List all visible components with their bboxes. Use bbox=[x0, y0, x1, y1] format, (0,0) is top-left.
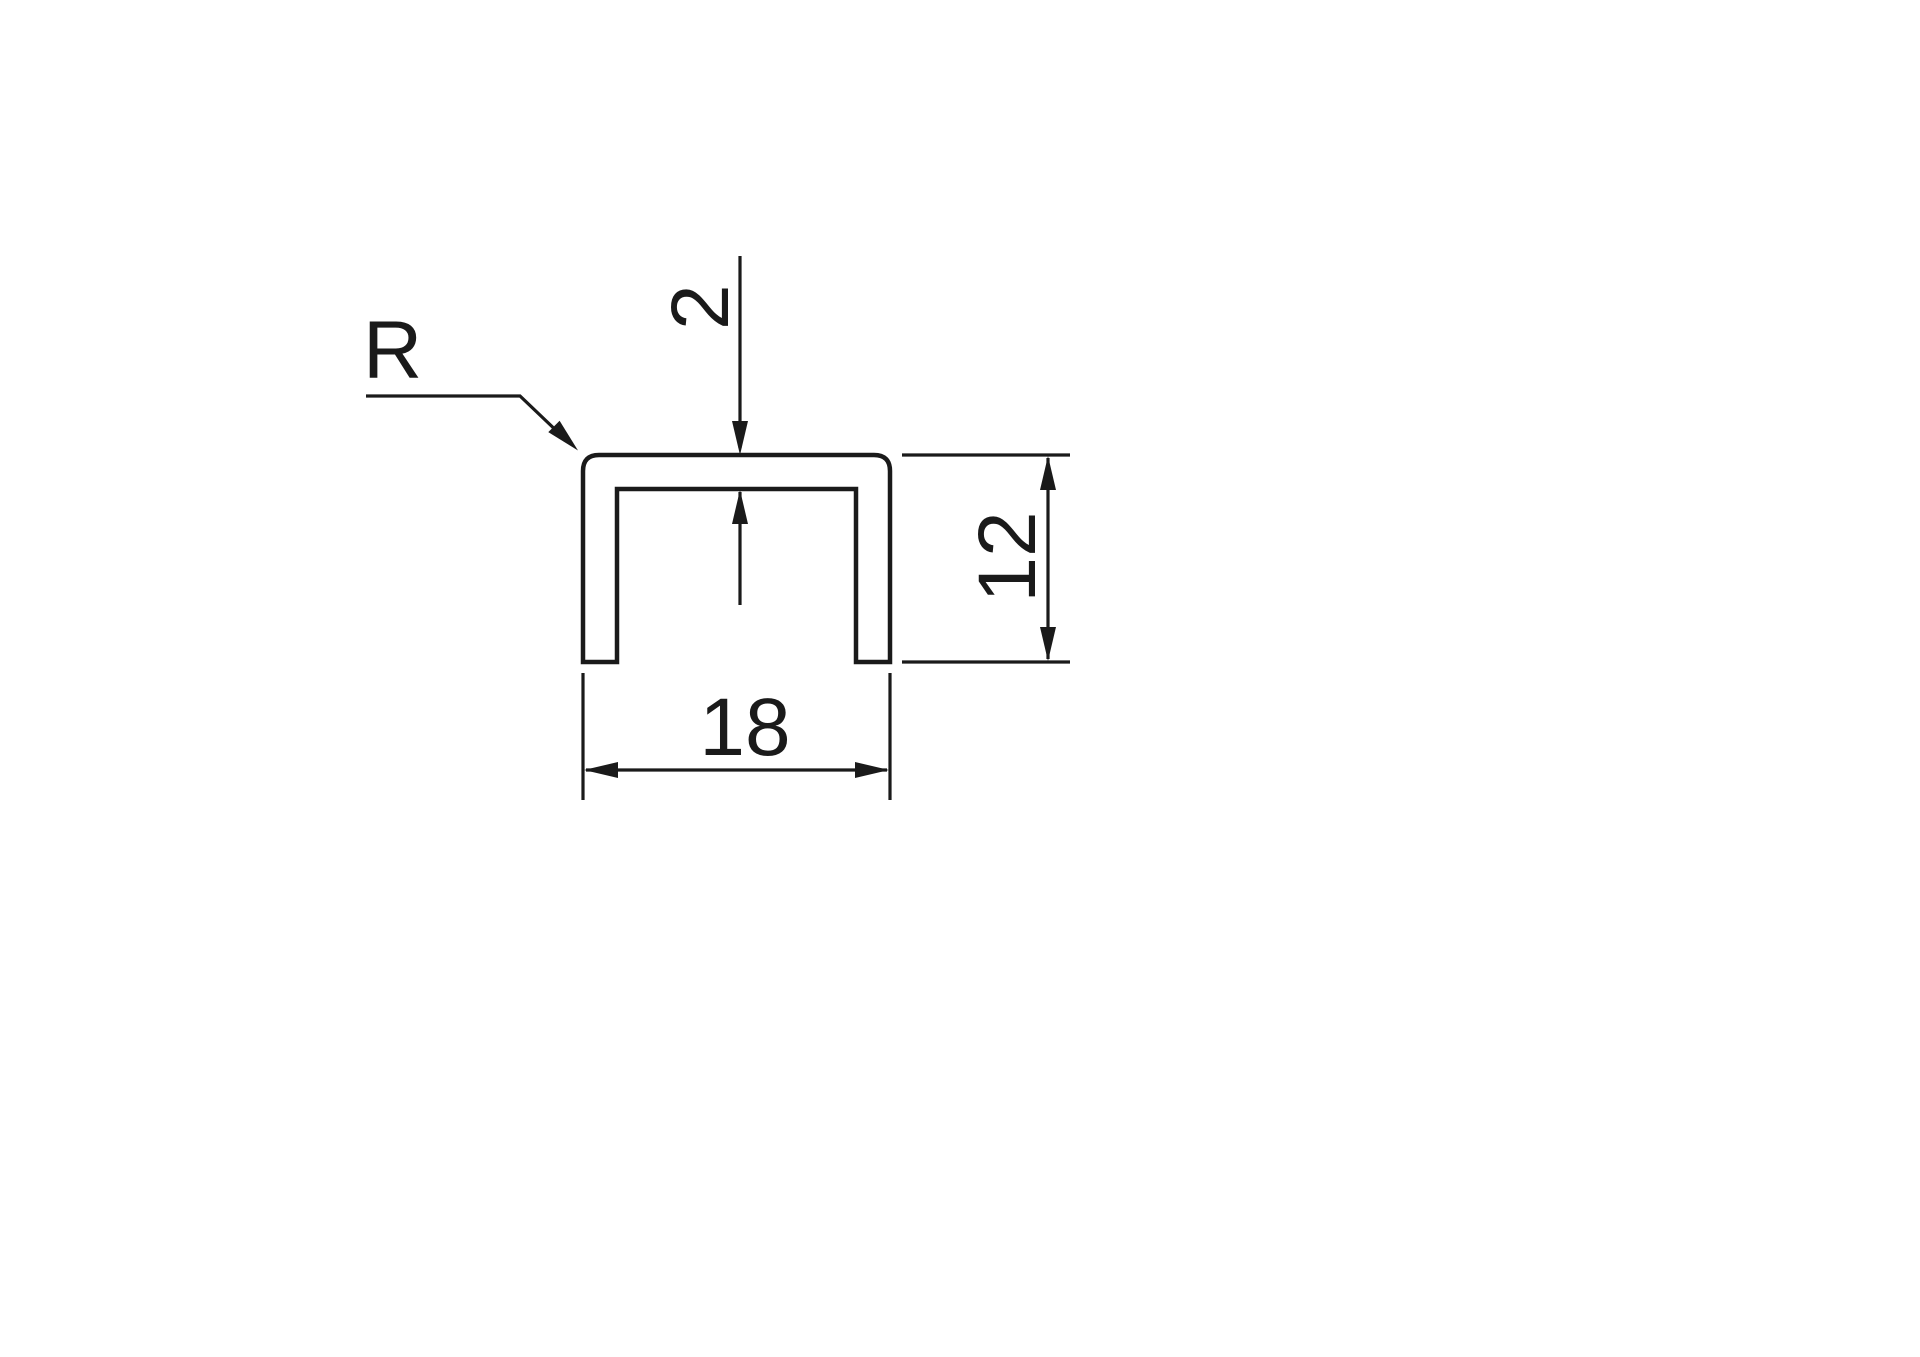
radius-callout: R bbox=[363, 305, 578, 451]
height-dimension: 12 bbox=[902, 453, 1070, 664]
arrow-up-icon bbox=[1040, 456, 1056, 490]
radius-callout-label: R bbox=[363, 305, 422, 396]
thickness-dimension-label: 2 bbox=[655, 284, 746, 330]
u-channel-profile-outline bbox=[580, 452, 893, 665]
arrow-down-icon bbox=[732, 421, 748, 455]
thickness-dimension: 2 bbox=[655, 256, 748, 605]
height-dimension-label: 12 bbox=[962, 511, 1053, 602]
width-dimension: 18 bbox=[581, 673, 892, 800]
width-dimension-label: 18 bbox=[699, 682, 790, 773]
radius-leader-line bbox=[366, 394, 565, 439]
arrow-left-icon bbox=[584, 762, 618, 778]
arrow-down-right-icon bbox=[548, 420, 578, 451]
arrow-down-icon bbox=[1040, 627, 1056, 661]
arrow-right-icon bbox=[855, 762, 889, 778]
